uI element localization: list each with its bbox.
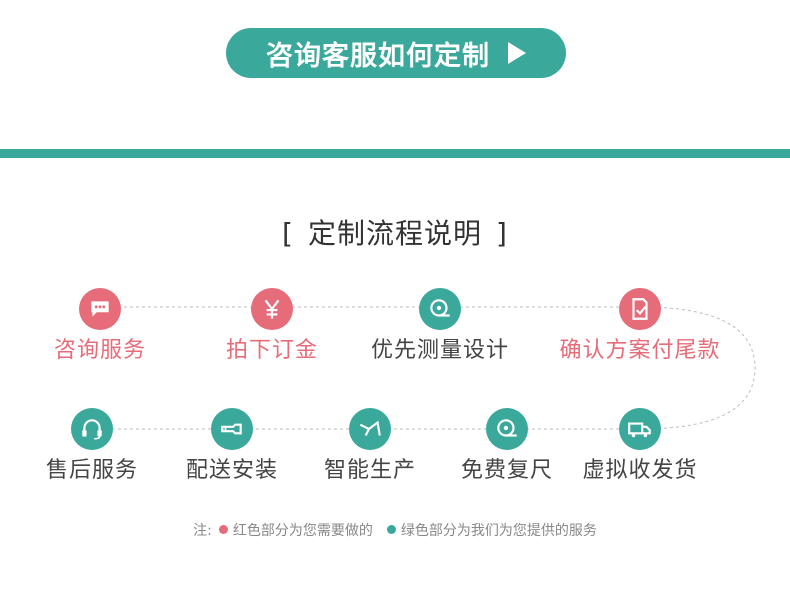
step-delivery-install: 配送安装 — [132, 408, 332, 484]
step-smart-production: 智能生产 — [270, 408, 470, 484]
yen-icon — [251, 288, 293, 330]
step-after-sales: 售后服务 — [0, 408, 192, 484]
step-label: 虚拟收发货 — [582, 458, 698, 483]
consult-button-label: 咨询客服如何定制 — [266, 40, 490, 72]
production-tool-icon — [349, 408, 391, 450]
tape-measure-icon — [419, 288, 461, 330]
step-confirm-final-payment: 确认方案付尾款 — [540, 288, 740, 364]
section-divider — [0, 149, 790, 158]
step-label: 确认方案付尾款 — [559, 338, 721, 363]
step-measure-design: 优先测量设计 — [340, 288, 540, 364]
step-label: 售后服务 — [45, 458, 138, 483]
document-check-icon — [619, 288, 661, 330]
chat-bubble-icon — [79, 288, 121, 330]
step-label: 咨询服务 — [53, 338, 146, 363]
consult-customize-button[interactable]: 咨询客服如何定制 — [226, 28, 566, 78]
red-dot-icon — [218, 525, 228, 534]
step-free-remeasure: 免费复尺 — [407, 408, 607, 484]
tape-measure-icon — [486, 408, 528, 450]
step-label: 优先测量设计 — [370, 338, 509, 363]
step-consult-service: 咨询服务 — [0, 288, 200, 364]
step-pay-deposit: 拍下订金 — [172, 288, 372, 364]
legend-note: 注:红色部分为您需要做的绿色部分为我们为您提供的服务 — [193, 523, 597, 539]
section-title: [定制流程说明] — [282, 217, 508, 250]
delivery-truck-icon — [619, 408, 661, 450]
step-label: 免费复尺 — [460, 458, 553, 483]
wrench-icon — [211, 408, 253, 450]
step-label: 智能生产 — [323, 458, 416, 483]
step-label: 配送安装 — [185, 458, 278, 483]
step-label: 拍下订金 — [225, 338, 318, 363]
green-dot-icon — [386, 525, 396, 534]
headset-icon — [71, 408, 113, 450]
play-arrow-icon — [508, 42, 526, 64]
step-virtual-shipping: 虚拟收发货 — [540, 408, 740, 484]
